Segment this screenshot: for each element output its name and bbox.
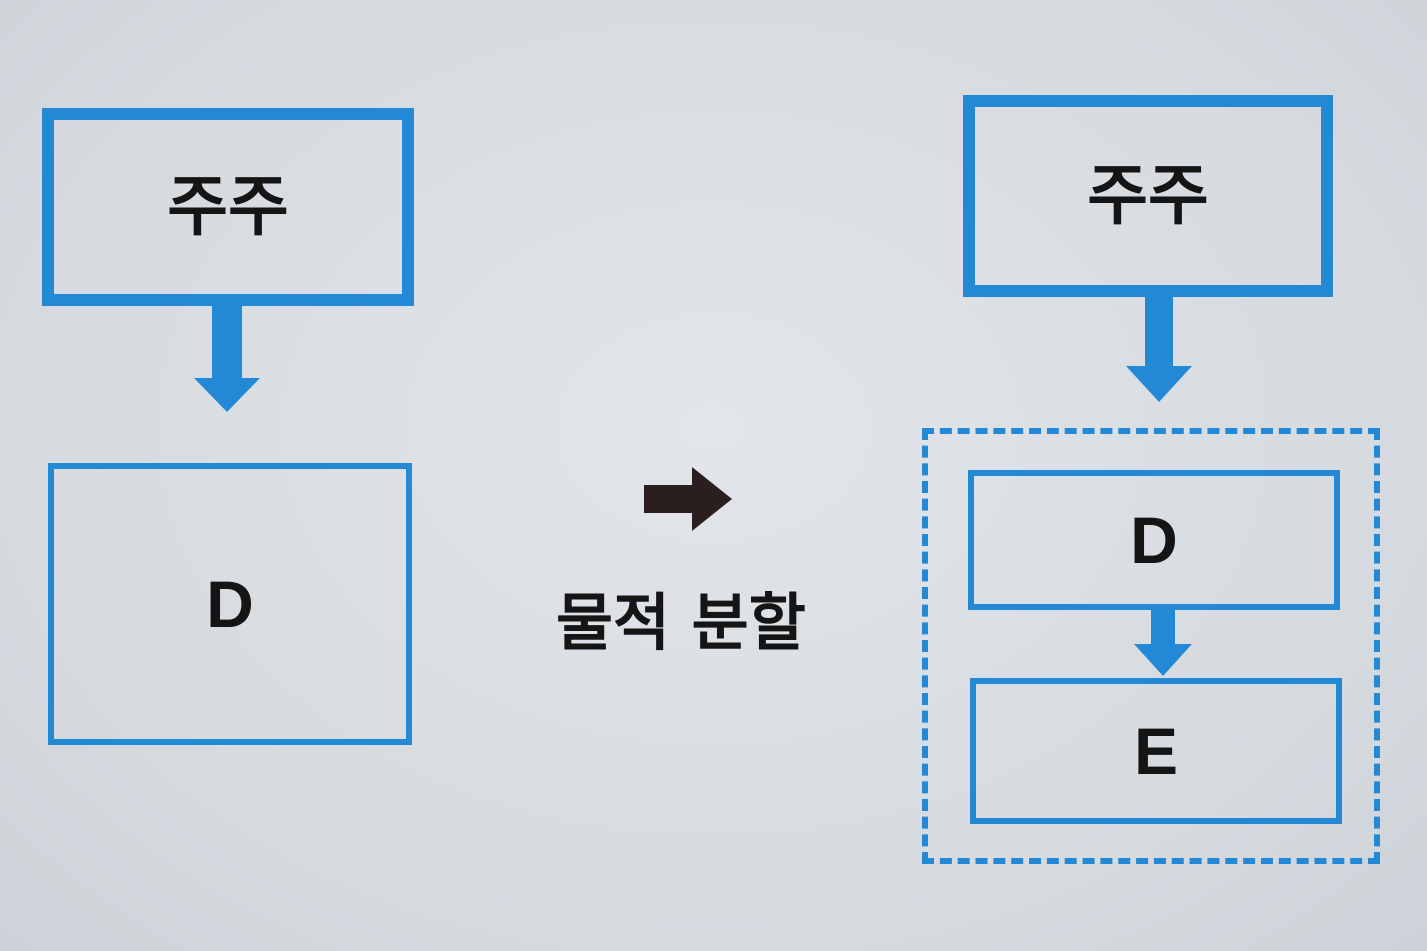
company-d-label-after: D [1130, 503, 1178, 577]
split-group-outline [922, 428, 1380, 864]
shareholders-label-after: 주주 [1087, 157, 1209, 234]
company-e-label-after: E [1133, 714, 1179, 788]
shareholders-label-before: 주주 [167, 168, 289, 245]
company-d-box-before: D [48, 463, 412, 745]
down-arrow-before-icon [194, 306, 260, 412]
down-arrow-d-to-e-icon [1134, 610, 1192, 676]
shareholders-box-after: 주주 [963, 95, 1333, 297]
shareholders-box-before: 주주 [42, 108, 414, 306]
right-arrow-icon [644, 467, 732, 531]
company-d-box-after: D [968, 470, 1340, 610]
split-caption: 물적 분할 [556, 586, 806, 659]
down-arrow-after-icon [1126, 296, 1192, 402]
company-d-label-before: D [206, 567, 254, 641]
company-e-box-after: E [970, 678, 1342, 824]
